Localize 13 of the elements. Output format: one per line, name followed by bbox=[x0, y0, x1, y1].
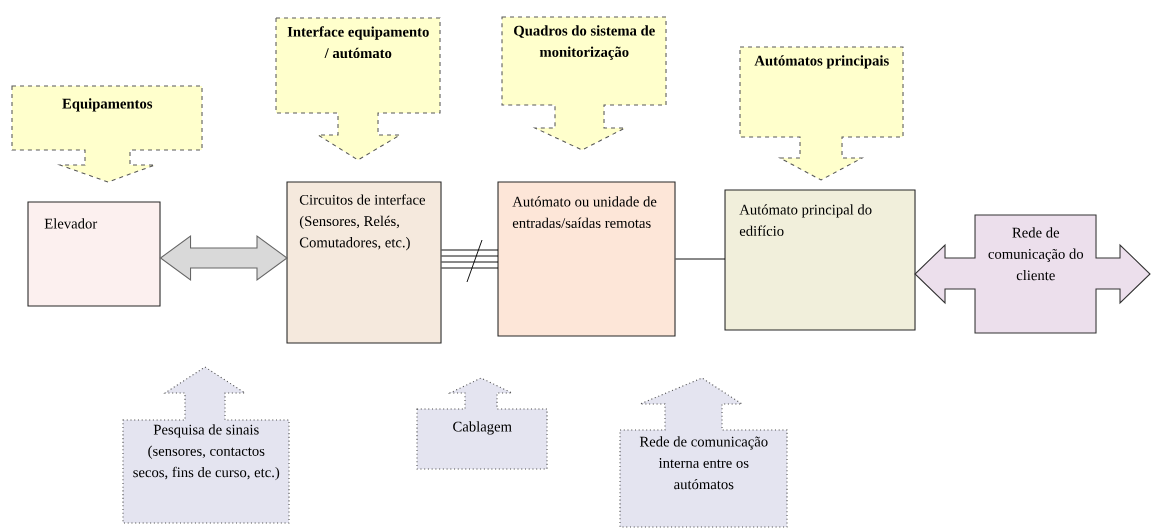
callout-box: Quadros do sistema de monitorização bbox=[501, 16, 667, 151]
callout-box: Rede de comunicação interna entre os autómatos bbox=[619, 377, 788, 528]
bus-lines bbox=[441, 249, 499, 269]
callout-box: Equipamentos bbox=[11, 85, 203, 183]
process-box: Circuitos de interface (Sensores, Relés, Comutadores, etc.) bbox=[286, 181, 442, 344]
connector-line bbox=[675, 258, 726, 260]
callout-box: Autómatos principais bbox=[739, 46, 904, 181]
process-box: Elevador bbox=[27, 201, 161, 307]
callout-box: Pesquisa de sinais (sensores, contactos secos, fins de curso, etc.) bbox=[122, 366, 290, 524]
callout-box: Interface equipamento / autómato bbox=[275, 17, 441, 161]
callout-box: Cablagem bbox=[416, 377, 548, 470]
process-box: Autómato principal do edifício bbox=[724, 189, 916, 331]
process-box: Autómato ou unidade de entradas/saídas remotas bbox=[497, 181, 676, 337]
